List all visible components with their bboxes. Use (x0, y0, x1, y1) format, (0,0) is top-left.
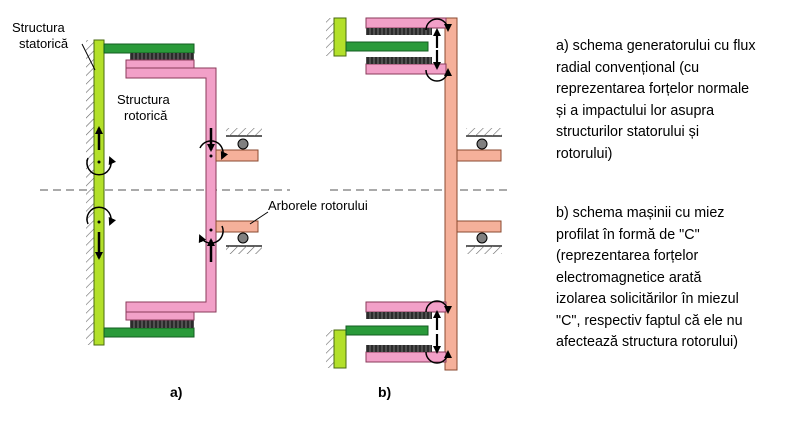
moment-arrow-stator-lower (86, 206, 117, 226)
caption-b-line: izolarea solicitărilor în miezul (556, 291, 739, 307)
rotor-structure-label-1: Structura (117, 92, 171, 107)
moment-arrow-rotor-upper (199, 140, 229, 160)
c-core-support-top (333, 17, 347, 57)
pivot-dot-stator-upper (97, 160, 101, 164)
stator-wall-hatch (86, 40, 94, 345)
caption-panel-a: a) schema generatorului cu flux radial c… (556, 36, 796, 165)
stator-structure-bar (93, 39, 105, 346)
caption-a-line: reprezentarea forțelor normale (556, 81, 750, 97)
moment-arrow-rotor-lower (198, 225, 224, 244)
moment-arrow-ccore-bottom-2 (425, 350, 452, 364)
caption-b-line: "C", respectiv faptul că ele nu (556, 312, 743, 329)
bearing-ball-upper-b (476, 138, 488, 150)
panel-b-label: b) (378, 384, 391, 400)
bearing-hatch-upper-b (466, 128, 502, 136)
bearing-hatch-lower-b (466, 246, 502, 254)
c-core-winding-top-lower (366, 57, 432, 64)
rotor-structure-a (125, 67, 217, 313)
c-core-winding-bottom-lower (366, 345, 432, 352)
pivot-dot-rotor-lower (209, 228, 213, 232)
caption-a-line: radial convențional (cu (556, 59, 700, 76)
c-core-pink-bottom-lower (365, 351, 447, 363)
rotor-shaft-label: Arborele rotorului (268, 198, 368, 213)
moment-arrow-stator-upper (86, 156, 117, 176)
rotor-magnet-top-a (125, 59, 195, 69)
c-core-arm-top (345, 41, 429, 52)
rotor-structure-b (444, 17, 458, 371)
caption-a-line: a) schema generatorului cu flux (556, 38, 756, 54)
rotor-shaft-lower-a (215, 220, 259, 233)
panel-a-diagram: Structura statorică Structura rotorică A… (12, 20, 368, 400)
rotor-shaft-lower-b (456, 220, 502, 233)
stator-structure-label-1: Structura (12, 20, 66, 35)
c-core-pink-bottom-upper (365, 301, 447, 313)
stator-core-bottom (103, 327, 195, 338)
moment-arrow-ccore-top-1 (425, 18, 452, 32)
rotor-magnet-bottom-a (125, 311, 195, 321)
callout-line-shaft (249, 211, 269, 225)
rotor-shaft-upper-b (456, 149, 502, 162)
caption-b-line: profilat în formă de "C" (556, 226, 700, 243)
stator-winding-bottom (130, 319, 194, 328)
bearing-hatch-upper-a (226, 128, 262, 136)
bearing-ball-lower-a (237, 232, 249, 244)
bearing-hatch-lower-a (226, 246, 262, 254)
caption-b-line: electromagnetice arată (556, 269, 702, 286)
c-core-pink-top-lower (365, 63, 447, 75)
c-core-winding-bottom-upper (366, 312, 432, 319)
pivot-dot-rotor-upper (209, 154, 213, 158)
rotor-shaft-upper-a (215, 149, 259, 162)
panel-b-diagram: b) (326, 17, 510, 400)
moment-arrow-ccore-bottom-1 (425, 300, 452, 314)
caption-b-line: b) schema mașinii cu miez (556, 205, 725, 221)
c-core-hatch-bottom (326, 330, 334, 368)
bearing-ball-upper-a (237, 138, 249, 150)
caption-a-line: rotorului) (556, 145, 613, 162)
stator-winding-top (130, 53, 194, 62)
stator-structure-label-2: statorică (19, 36, 69, 51)
callout-line-stator (81, 43, 96, 71)
c-core-hatch-top (326, 18, 334, 56)
c-core-support-bottom (333, 329, 347, 369)
rotor-structure-label-2: rotorică (124, 108, 168, 123)
bearing-ball-lower-b (476, 232, 488, 244)
pivot-dot-stator-lower (97, 220, 101, 224)
caption-a-line: structurilor statorului și (556, 124, 700, 140)
stator-core-top (103, 43, 195, 54)
caption-b-line: afectează structura rotorului) (556, 334, 738, 350)
caption-b-line: (reprezentarea forțelor (556, 248, 699, 264)
c-core-winding-top-upper (366, 28, 432, 35)
c-core-arm-bottom (345, 325, 429, 336)
panel-a-label: a) (170, 384, 182, 400)
moment-arrow-ccore-top-2 (425, 68, 452, 82)
caption-a-line: și a impactului lor asupra (556, 102, 715, 119)
caption-panel-b: b) schema mașinii cu miez profilat în fo… (556, 203, 796, 354)
